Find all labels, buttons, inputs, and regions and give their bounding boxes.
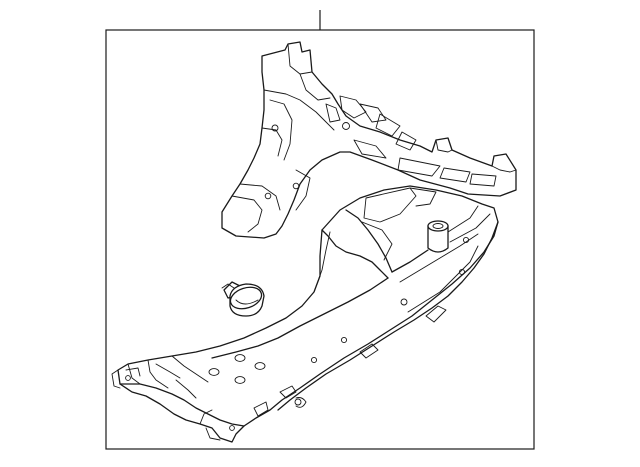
diagram-frame	[105, 29, 535, 450]
rubber-bumper-icon	[221, 281, 265, 317]
pivot-boss	[427, 220, 449, 253]
bracket-assembly-icon	[111, 41, 517, 443]
